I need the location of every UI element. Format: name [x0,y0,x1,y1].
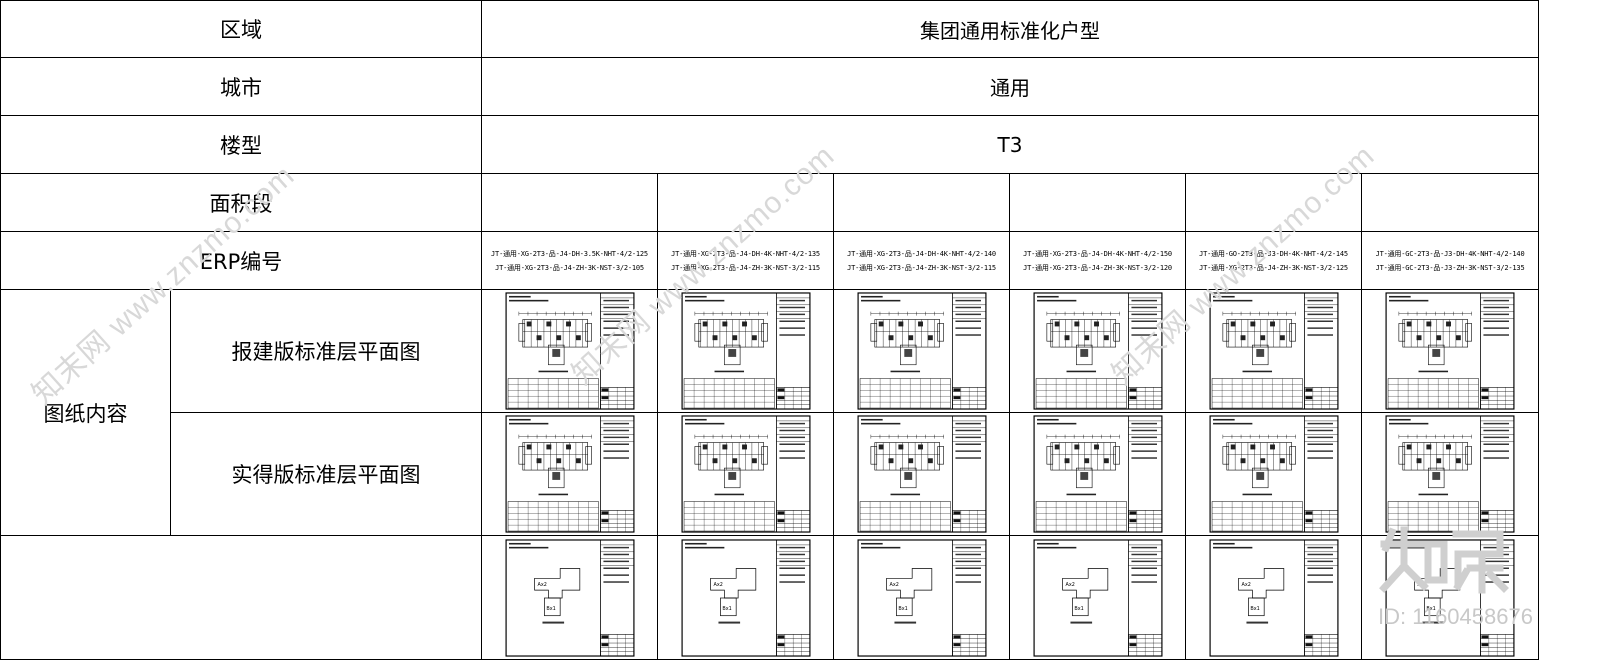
key-plan-unit-a: Ax2 [713,582,722,588]
floor-plan-thumbnail[interactable] [833,412,1010,536]
key-plan-unit-b: Bx1 [722,605,731,611]
erp-code: JT-通用-GO-2T3-品-J3-DH-4K-NHT-4/2-145 [1199,249,1348,258]
znzmo-logo [1379,526,1509,594]
key-plan-unit-b: Bx1 [546,605,555,611]
floor-plan-drawing [856,292,987,410]
floor-plan-thumbnail[interactable] [1360,412,1540,536]
floor-plan-thumbnail[interactable] [833,289,1010,413]
floor-plan-thumbnail[interactable] [481,412,658,536]
watermark-id: ID: 1160458676 [1378,604,1533,629]
row-city: 城市 通用 [0,57,1540,116]
row-drawings-actual: 实得版标准层平面图 [1,412,1540,536]
drawings-label: 图纸内容 [0,289,171,536]
row-region: 区域 集团通用标准化户型 [0,0,1540,58]
floor-plan-drawing [1032,292,1163,410]
floor-plan-thumbnail[interactable] [657,289,834,413]
key-plan-unit-a: Ax2 [1241,582,1250,588]
key-plan-unit-b: Bx1 [1426,605,1435,611]
erp-code: JT-通用-GC-2T3-品-J3-DH-4K-NHT-4/2-140 [1375,249,1525,258]
floor-plan-drawing [1385,292,1515,410]
key-plan-unit-b: Bx1 [1250,605,1259,611]
city-label: 城市 [0,57,482,116]
erp-code: JT-通用-GC-2T3-品-J3-ZH-3K-NST-3/2-135 [1375,263,1525,272]
submit-plan-label: 报建版标准层平面图 [170,289,482,413]
area-cell [833,173,1010,232]
floor-plan-drawing [1208,292,1339,410]
erp-code: JT-通用-XG-2T3-品-J4-DH-4K-NHT-4/2-135 [671,249,820,258]
catalog-table: 区域 集团通用标准化户型 城市 通用 楼型 T3 面积段 ERP编号 JT-通用… [0,0,1540,660]
floor-plan-thumbnail[interactable] [481,289,658,413]
floor-plan-drawing [1385,415,1515,533]
region-value: 集团通用标准化户型 [480,0,1540,58]
row-erp: ERP编号 JT-通用-XG-2T3-品-J4-DH-3.5K-NHT-4/2-… [0,231,1540,290]
area-label: 面积段 [0,173,482,232]
floor-plan-drawing [504,415,635,533]
key-plan-unit-a: Ax2 [1065,582,1074,588]
erp-code: JT-通用-XG-2T3-品-J4-DH-3.5K-NHT-4/2-125 [491,249,648,258]
area-cell [657,173,834,232]
erp-code: JT-通用-XG-2T3-品-J4-ZH-3K-NST-3/2-120 [1023,263,1172,272]
erp-code: JT-通用-XG-2T3-品-J4-ZH-3K-NST-3/2-115 [671,263,820,272]
row-building: 楼型 T3 [0,115,1540,174]
key-plan-unit-b: Bx1 [1074,605,1083,611]
building-label: 楼型 [0,115,482,174]
floor-plan-thumbnail[interactable] [657,412,834,536]
area-cell [1360,173,1540,232]
floor-plan-thumbnail[interactable] [1185,289,1362,413]
floor-plan-drawing [680,415,811,533]
floor-plan-drawing [1208,415,1339,533]
building-value: T3 [480,115,1540,174]
key-plan-label [0,535,482,660]
floor-plan-thumbnail[interactable] [1009,289,1186,413]
floor-plan-drawing [504,292,635,410]
floor-plan-drawing [680,292,811,410]
floor-plan-thumbnail[interactable] [1185,412,1362,536]
area-cell [481,173,658,232]
region-label: 区域 [0,0,482,58]
area-cell [1185,173,1362,232]
floor-plan-drawing [1032,415,1163,533]
row-area: 面积段 [0,173,1540,232]
area-cell [1009,173,1186,232]
erp-code: JT-通用-XG-2T3-品-J4-ZH-3K-NST-3/2-125 [1199,263,1348,272]
erp-code: JT-通用-XG-2T3-品-J4-DH-4K-NHT-4/2-140 [847,249,996,258]
row-drawings-submit: 图纸内容 报建版标准层平面图 [0,289,1540,536]
erp-code: JT-通用-XG-2T3-品-J4-ZH-3K-NST-3/2-105 [495,263,644,272]
key-plan-unit-a: Ax2 [889,582,898,588]
erp-label: ERP编号 [0,231,482,290]
erp-code: JT-通用-XG-2T3-品-J4-DH-4K-NHT-4/2-150 [1023,249,1172,258]
city-value: 通用 [480,57,1540,116]
actual-plan-label: 实得版标准层平面图 [170,412,482,536]
erp-code: JT-通用-XG-2T3-品-J4-ZH-3K-NST-3/2-115 [847,263,996,272]
key-plan-unit-b: Bx1 [898,605,907,611]
key-plan-unit-a: Ax2 [537,582,546,588]
floor-plan-drawing [856,415,987,533]
floor-plan-thumbnail[interactable] [1009,412,1186,536]
floor-plan-thumbnail[interactable] [1360,289,1540,413]
